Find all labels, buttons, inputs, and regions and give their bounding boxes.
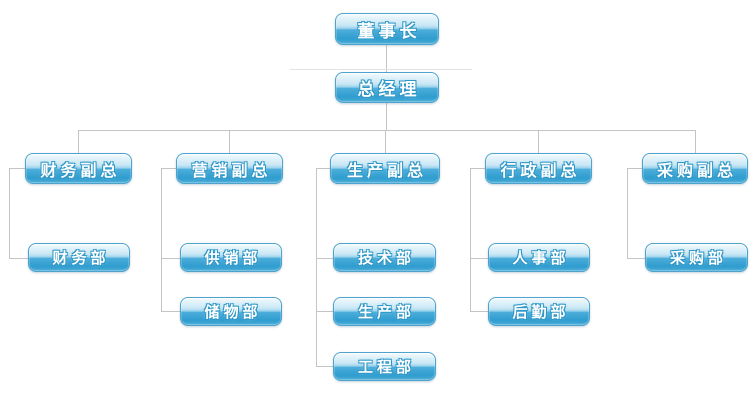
connector-production-dept2-stub	[316, 311, 333, 312]
org-node-dept-engineering[interactable]: 工程部	[333, 352, 436, 381]
connector-admin-dept2-stub	[470, 311, 488, 312]
connector-finance-dept-stub	[9, 258, 28, 259]
connector-production-dept1-stub	[316, 258, 333, 259]
connector-finance-rail	[9, 168, 10, 258]
org-node-general-manager[interactable]: 总经理	[335, 72, 439, 103]
org-node-vp-production[interactable]: 生产副总	[330, 153, 440, 184]
connector-production-dept3-stub	[316, 366, 333, 367]
connector-drop-vp-production	[385, 130, 386, 153]
connector-vp-level-line	[78, 130, 696, 131]
connector-drop-vp-finance	[78, 130, 79, 153]
connector-marketing-dept2-stub	[161, 311, 180, 312]
connector-marketing-stub	[161, 168, 176, 169]
connector-drop-vp-admin	[538, 130, 539, 153]
connector-drop-vp-purchasing	[695, 130, 696, 153]
connector-admin-stub	[470, 168, 485, 169]
connector-finance-stub	[9, 168, 25, 169]
connector-marketing-dept1-stub	[161, 258, 180, 259]
connector-admin-dept1-stub	[470, 258, 488, 259]
connector-gm-drop	[386, 103, 387, 130]
org-node-dept-hr[interactable]: 人事部	[488, 243, 590, 272]
org-node-vp-admin[interactable]: 行政副总	[485, 153, 592, 184]
connector-chairman-gm	[386, 45, 387, 72]
connector-gm-level-line	[290, 69, 472, 70]
connector-purchasing-dept-stub	[627, 258, 645, 259]
org-node-dept-finance[interactable]: 财务部	[28, 243, 130, 272]
connector-marketing-rail	[161, 168, 162, 311]
org-node-dept-logistics[interactable]: 后勤部	[488, 297, 590, 326]
org-node-chairman[interactable]: 董事长	[335, 13, 439, 45]
connector-drop-vp-marketing	[229, 130, 230, 153]
connector-production-rail	[316, 168, 317, 366]
connector-admin-rail	[470, 168, 471, 311]
org-node-dept-technology[interactable]: 技术部	[333, 243, 436, 272]
org-node-dept-supply-sales[interactable]: 供销部	[180, 243, 282, 272]
org-node-vp-purchasing[interactable]: 采购副总	[642, 153, 748, 184]
org-node-vp-marketing[interactable]: 营销副总	[176, 153, 283, 184]
org-node-dept-production[interactable]: 生产部	[333, 297, 436, 326]
connector-purchasing-rail	[627, 168, 628, 258]
connector-production-stub	[316, 168, 330, 169]
org-node-vp-finance[interactable]: 财务副总	[25, 153, 132, 184]
org-node-dept-storage[interactable]: 储物部	[180, 297, 282, 326]
org-node-dept-purchasing[interactable]: 采购部	[645, 243, 748, 272]
connector-purchasing-stub	[627, 168, 642, 169]
